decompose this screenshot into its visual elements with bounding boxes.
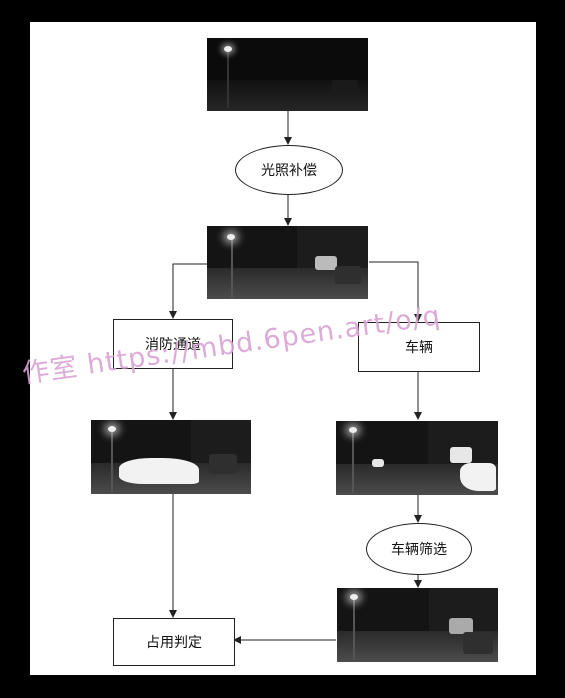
illumination-compensation-node: 光照补偿 <box>235 145 343 195</box>
arrow-image-to-vehicle <box>369 261 422 322</box>
arrow-image-to-fire-lane <box>169 263 207 319</box>
vehicle-filter-node: 车辆筛选 <box>366 523 472 575</box>
vehicle-node: 车辆 <box>358 322 480 372</box>
fire-lane-segmented-image <box>91 420 251 494</box>
fire-lane-node: 消防通道 <box>113 319 233 369</box>
compensated-image <box>207 226 368 299</box>
occupancy-determination-node: 占用判定 <box>113 618 235 666</box>
night-input-image <box>207 38 368 111</box>
filtered-vehicle-image <box>337 588 498 662</box>
vehicle-segmented-image <box>336 421 498 495</box>
